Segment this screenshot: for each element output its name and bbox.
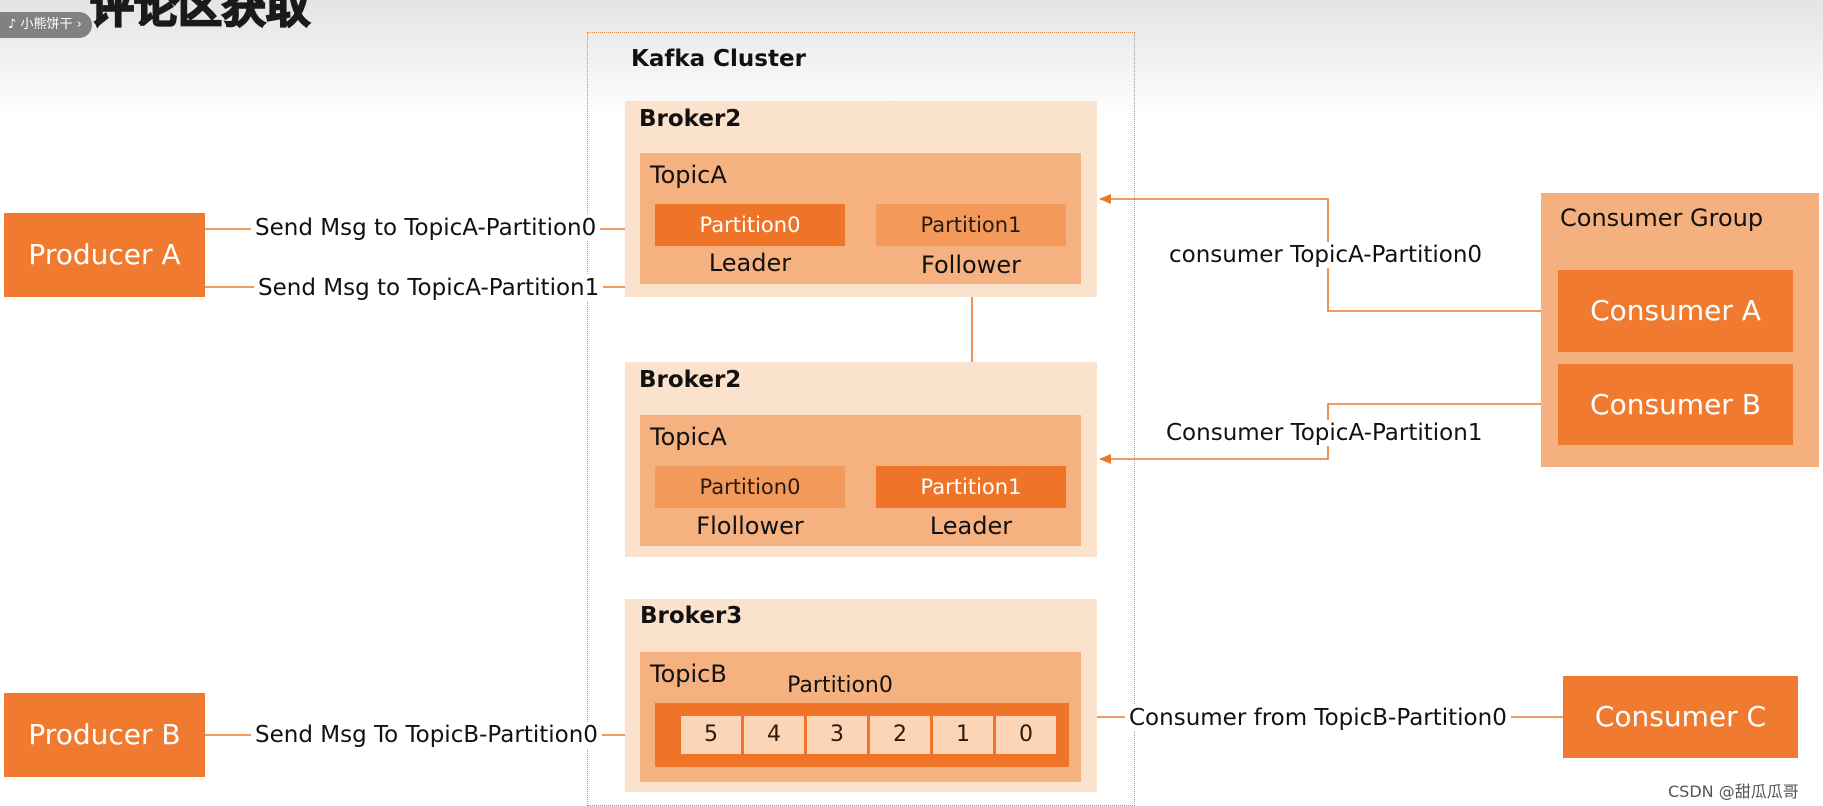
author-tag[interactable]: ♪ 小熊饼干 › bbox=[0, 12, 92, 38]
partition-1-leader: Partition1 bbox=[876, 466, 1066, 508]
edge-label-consumer-a: consumer TopicA-Partition0 bbox=[1165, 242, 1487, 268]
role-label: Leader bbox=[708, 249, 792, 277]
topicb-partition-label: Partition0 bbox=[787, 673, 893, 698]
broker-2-title: Broker2 bbox=[639, 367, 742, 393]
partition-1-follower: Partition1 bbox=[876, 204, 1066, 246]
edge-label-producer-b: Send Msg To TopicB-Partition0 bbox=[251, 722, 602, 748]
message-cell: 0 bbox=[996, 716, 1056, 754]
broker-1-title: Broker2 bbox=[639, 106, 742, 132]
message-cell: 3 bbox=[807, 716, 867, 754]
consumer-b: Consumer B bbox=[1558, 364, 1793, 445]
edge-label-consumer-b: Consumer TopicA-Partition1 bbox=[1162, 420, 1487, 446]
cluster-title: Kafka Cluster bbox=[631, 46, 806, 72]
author-name: 小熊饼干 bbox=[20, 17, 73, 32]
message-cell: 4 bbox=[744, 716, 804, 754]
edge-label-producer-a-p1: Send Msg to TopicA-Partition1 bbox=[254, 275, 604, 301]
header-fade bbox=[0, 0, 1823, 120]
consumer-c: Consumer C bbox=[1563, 676, 1798, 758]
producer-a: Producer A bbox=[4, 213, 205, 297]
broker-1-topic-label: TopicA bbox=[650, 161, 727, 189]
producer-b: Producer B bbox=[4, 693, 205, 777]
broker-2-topic-label: TopicA bbox=[650, 423, 727, 451]
message-cell: 5 bbox=[681, 716, 741, 754]
edge-label-producer-a-p0: Send Msg to TopicA-Partition0 bbox=[251, 215, 601, 241]
banner-text: 评论区获取 bbox=[89, 0, 311, 34]
edge-label-consumer-c: Consumer from TopicB-Partition0 bbox=[1125, 705, 1511, 731]
message-cell: 2 bbox=[870, 716, 930, 754]
partition-0-leader: Partition0 bbox=[655, 204, 845, 246]
consumer-a: Consumer A bbox=[1558, 270, 1793, 352]
watermark: CSDN @甜瓜瓜哥 bbox=[1668, 782, 1799, 801]
role-label: Flollower bbox=[696, 512, 804, 540]
message-cell: 1 bbox=[933, 716, 993, 754]
broker-3-topic-label: TopicB bbox=[650, 660, 727, 688]
role-label: Follower bbox=[921, 251, 1021, 279]
partition-0-follower: Partition0 bbox=[655, 466, 845, 508]
consumer-group-title: Consumer Group bbox=[1560, 204, 1764, 232]
broker-3-title: Broker3 bbox=[640, 603, 743, 629]
role-label: Leader bbox=[929, 512, 1013, 540]
